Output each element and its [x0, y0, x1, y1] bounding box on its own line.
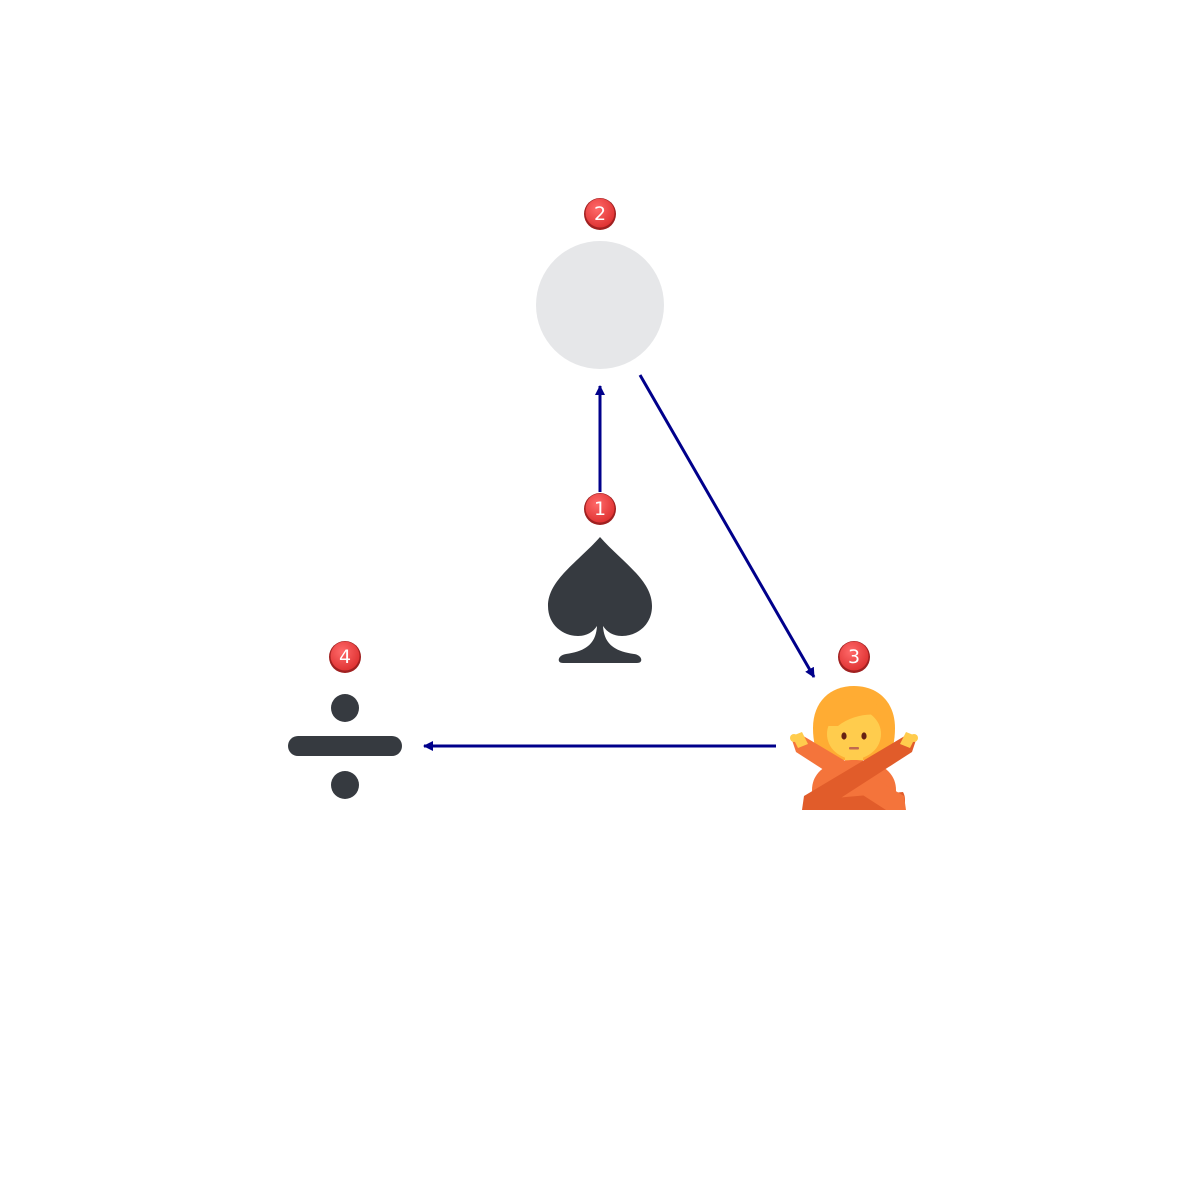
node-badge: 4 — [329, 641, 361, 673]
spade-suit-icon — [548, 537, 652, 663]
node-badge-label: 2 — [594, 203, 606, 225]
node-3: 3 — [790, 641, 918, 810]
node-badge-label: 4 — [339, 646, 351, 668]
node-badge: 1 — [584, 493, 616, 525]
division-sign-icon — [288, 694, 402, 799]
node-2: 2 — [536, 198, 664, 369]
node-badge-label: 3 — [848, 646, 860, 668]
node-badge-label: 1 — [594, 498, 606, 520]
node-badge: 2 — [584, 198, 616, 230]
edges — [423, 374, 816, 751]
node-badge: 3 — [838, 641, 870, 673]
node-4: 4 — [288, 641, 402, 799]
person-gesturing-no-icon — [790, 686, 918, 810]
node-1: 1 — [548, 493, 652, 663]
light-gray-circle-icon — [536, 241, 664, 369]
edge-2-to-3 — [638, 374, 816, 678]
